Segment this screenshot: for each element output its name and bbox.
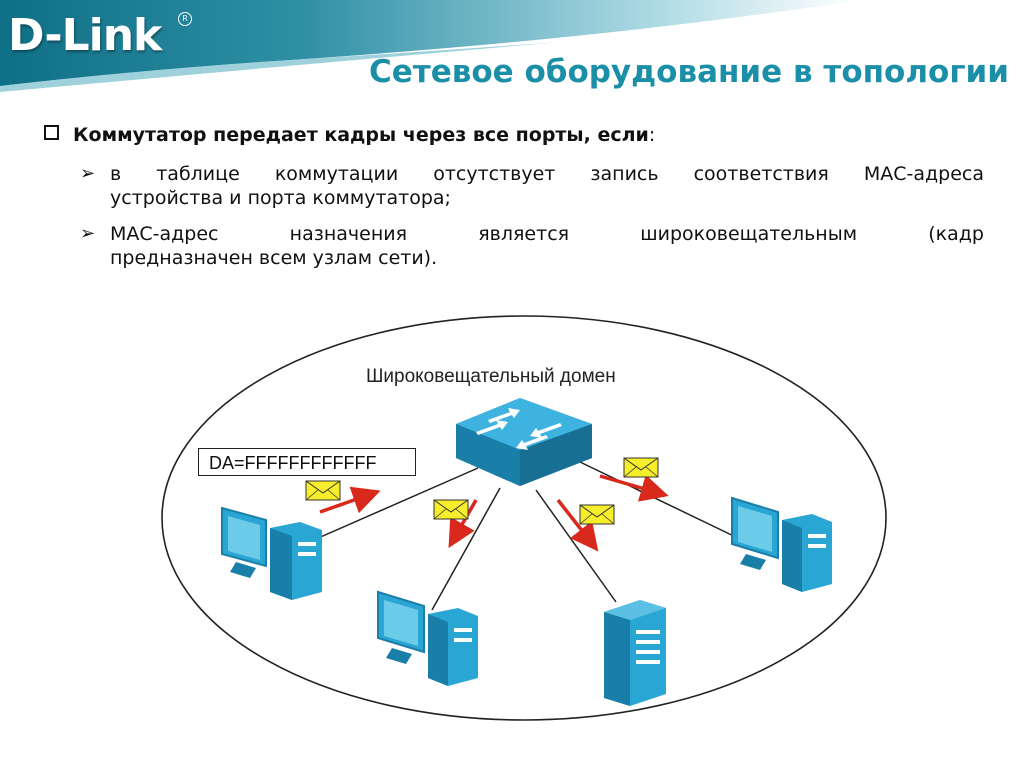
pc-bottom-icon <box>377 590 478 686</box>
arrow-bullet-icon: ➢ <box>80 163 96 184</box>
pc-left-icon <box>221 506 322 600</box>
main-bullet: Коммутатор передает кадры через все порт… <box>44 124 984 146</box>
link-left-pc <box>299 467 479 547</box>
link-right-pc <box>579 461 743 541</box>
sub-bullet-1-line-2: устройства и порта коммутатора; <box>110 187 451 209</box>
sub-bullet-2-line-1: МАС-адрес назначения является широковеща… <box>110 223 984 245</box>
pc-right-icon <box>731 496 832 592</box>
header-band <box>0 0 860 92</box>
checkbox-bullet-icon <box>44 125 59 140</box>
sub-bullet-1-line-1: в таблице коммутации отсутствует запись … <box>110 163 984 185</box>
frame-arrow-in <box>319 486 381 514</box>
main-bullet-text: Коммутатор передает кадры через все порт… <box>73 124 649 146</box>
envelope-icon <box>623 457 659 478</box>
d-link-logo: D-Link <box>8 10 162 61</box>
frame-arrow-out-right-pc <box>599 474 669 502</box>
destination-address-label: DA=FFFFFFFFFFFF <box>198 448 416 476</box>
main-bullet-colon: : <box>648 124 656 146</box>
broadcast-domain-label: Широковещательный домен <box>366 366 616 387</box>
sub-bullet-2: ➢ МАС-адрес назначения является широкове… <box>80 222 984 270</box>
link-bottom-pc <box>431 487 501 611</box>
envelope-icon <box>433 499 469 520</box>
frame-arrow-out-server <box>556 498 599 552</box>
arrow-bullet-icon: ➢ <box>80 223 96 244</box>
envelope-icon <box>305 480 341 501</box>
envelope-icon <box>579 504 615 525</box>
frame-arrow-out-bottom-pc <box>448 499 478 549</box>
broadcast-domain-ellipse <box>161 315 887 721</box>
sub-bullet-2-line-2: предназначен всем узлам сети). <box>110 247 438 269</box>
switch-icon <box>456 398 592 486</box>
server-icon <box>604 600 666 706</box>
sub-bullet-1: ➢ в таблице коммутации отсутствует запис… <box>80 162 984 210</box>
page-title: Сетевое оборудование в топологии <box>369 54 1009 90</box>
registered-mark-icon: R <box>178 12 192 26</box>
